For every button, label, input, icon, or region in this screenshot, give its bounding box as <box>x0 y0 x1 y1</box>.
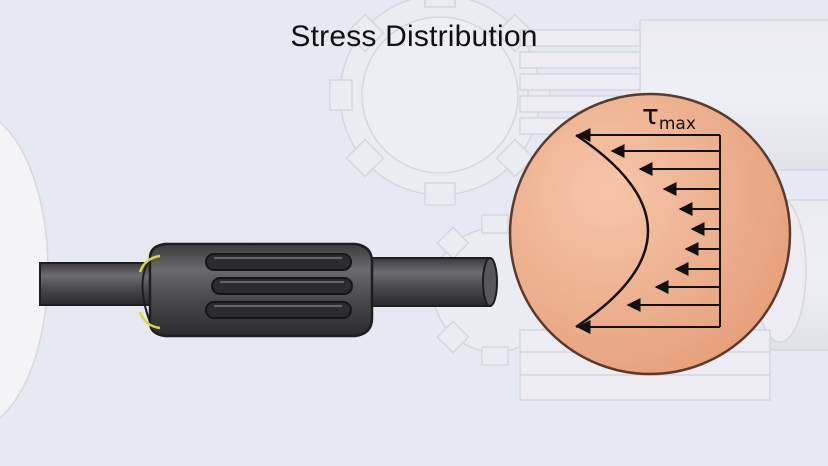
gear-icon <box>329 0 551 206</box>
cross-section-disc: τmax <box>508 92 792 376</box>
tau-subscript: max <box>659 114 696 134</box>
tau-max-label: τmax <box>642 98 696 134</box>
stress-profile-curve <box>575 133 650 329</box>
page-title: Stress Distribution <box>290 20 538 53</box>
shear-highlight-top <box>138 254 161 273</box>
tau-symbol: τ <box>642 98 659 131</box>
shear-highlight-bottom <box>138 311 161 330</box>
spline-coupling-icon <box>138 242 374 338</box>
stress-arrows <box>576 128 720 334</box>
